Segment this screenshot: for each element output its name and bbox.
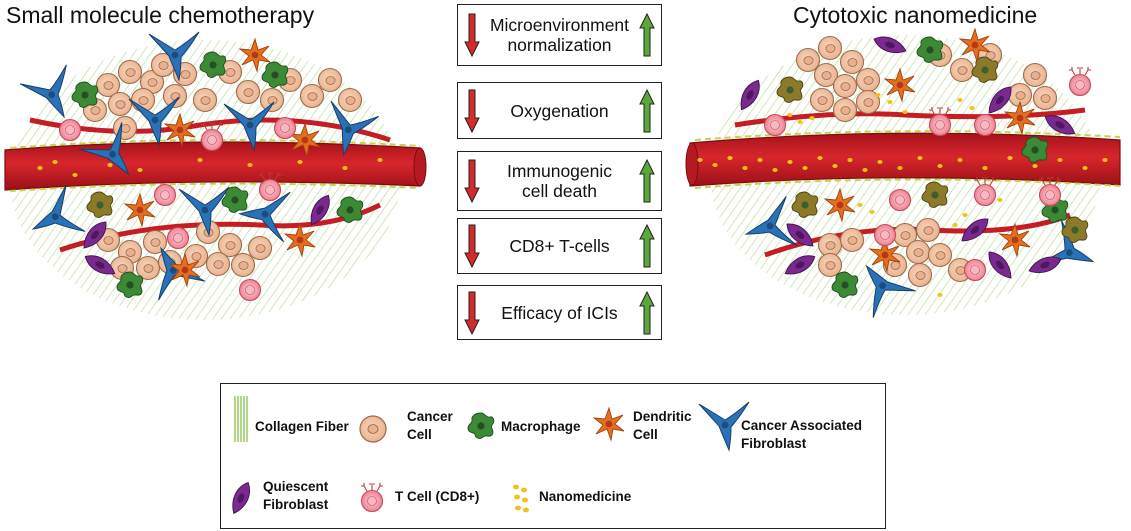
legend-quiescent-line2: Fibroblast [263, 497, 329, 512]
collagen-fiber-icon [234, 396, 248, 442]
nanomedicine-icon [513, 484, 529, 513]
comparison-label-line1: Microenvironment [489, 15, 630, 35]
legend-cancer-line2: Cell [407, 427, 432, 442]
legend-nanomedicine-label: Nanomedicine [539, 489, 632, 504]
up-arrow-icon [639, 12, 655, 57]
left-panel-title: Small molecule chemotherapy [6, 2, 315, 28]
comparison-label-line1: Oxygenation [510, 100, 609, 121]
down-arrow-icon [464, 159, 480, 204]
legend-dendritic-line2: Cell [633, 427, 658, 442]
down-arrow-icon [464, 291, 480, 335]
tumor-illustrations [4, 28, 1121, 320]
macrophage-icon [467, 412, 495, 439]
legend-tcell-label: T Cell (CD8+) [395, 489, 480, 504]
right-panel-title: Cytotoxic nanomedicine [793, 2, 1038, 28]
down-arrow-icon [464, 89, 480, 133]
legend-quiescent-line1: Quiescent [263, 479, 329, 494]
legend-collagen-label: Collagen Fiber [255, 419, 349, 434]
legend-cancer-cell-label: Cancer Cell [407, 408, 453, 444]
up-arrow-icon [639, 158, 655, 203]
comparison-box-oxygenation: Oxygenation [457, 82, 662, 139]
legend-cancer-line1: Cancer [407, 409, 453, 424]
down-arrow-icon [464, 13, 480, 58]
cancer-cell-icon [359, 415, 387, 443]
comparison-label-line1: CD8+ T-cells [509, 236, 610, 256]
legend-box: Collagen Fiber Cancer Cell Macrophage De… [220, 383, 886, 529]
legend-caf-label: Cancer Associated Fibroblast [741, 417, 862, 453]
comparison-label-line2: cell death [522, 181, 597, 201]
up-arrow-icon [639, 223, 655, 268]
up-arrow-icon [639, 290, 655, 334]
comparison-box-cd8: CD8+ T-cells [457, 218, 662, 274]
right-tumor [685, 28, 1121, 319]
comparison-box-microenvironment: Microenvironment normalization [457, 4, 662, 66]
legend-dendritic-label: Dendritic Cell [633, 408, 692, 444]
legend-quiescent-label: Quiescent Fibroblast [263, 478, 328, 514]
legend-caf-line2: Fibroblast [741, 436, 807, 451]
legend-caf-line1: Cancer Associated [741, 418, 863, 433]
right-blood-vessel [685, 130, 1121, 189]
dendritic-cell-icon [593, 407, 625, 441]
quiescent-fibroblast-icon [227, 479, 255, 517]
t-cell-icon [360, 482, 384, 513]
legend-macrophage-label: Macrophage [501, 419, 581, 434]
comparison-box-icis: Efficacy of ICIs [457, 285, 662, 340]
legend-dendritic-line1: Dendritic [633, 409, 692, 424]
left-tumor [4, 31, 427, 320]
comparison-box-immunogenic: Immunogenic cell death [457, 151, 662, 211]
comparison-label-line1: Immunogenic [506, 161, 613, 181]
down-arrow-icon [464, 224, 480, 269]
comparison-label-line1: Efficacy of ICIs [501, 302, 618, 323]
up-arrow-icon [639, 88, 655, 132]
comparison-label-line2: normalization [507, 35, 612, 55]
